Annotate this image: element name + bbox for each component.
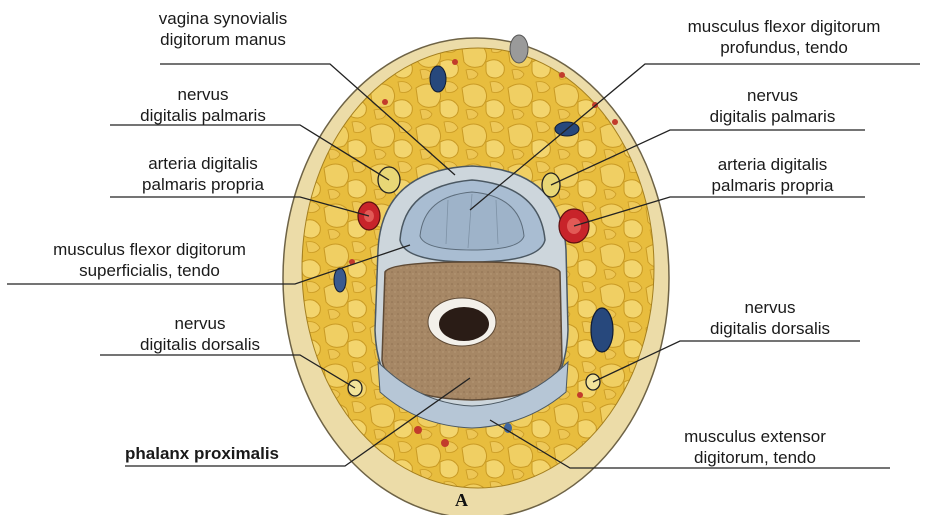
label-nervus-digitalis-dorsalis-right: nervus digitalis dorsalis [680,297,860,339]
label-nervus-digitalis-dorsalis-left: nervus digitalis dorsalis [100,313,300,355]
panel-letter: A [455,490,468,511]
label-vagina-synovialis: vagina synovialis digitorum manus [123,8,323,50]
label-phalanx-proximalis: phalanx proximalis [125,443,279,464]
label-nervus-digitalis-palmaris-right: nervus digitalis palmaris [680,85,865,127]
label-arteria-digitalis-left: arteria digitalis palmaris propria [108,153,298,195]
label-extensor-digitorum: musculus extensor digitorum, tendo [620,426,890,468]
label-flexor-superficialis: musculus flexor digitorum superficialis,… [7,239,292,281]
label-nervus-digitalis-palmaris-left: nervus digitalis palmaris [108,84,298,126]
phalanx-bone [382,262,562,400]
label-arteria-digitalis-right: arteria digitalis palmaris propria [680,154,865,196]
label-flexor-profundus: musculus flexor digitorum profundus, ten… [648,16,920,58]
